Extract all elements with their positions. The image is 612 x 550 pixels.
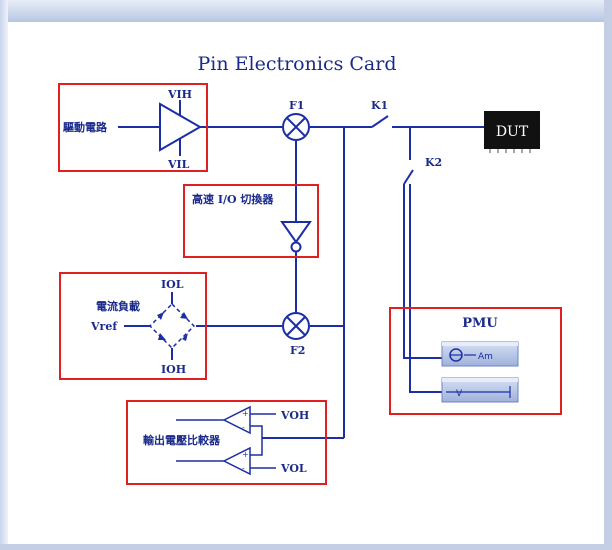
- pmu-block: PMU Am V: [389, 307, 562, 415]
- dut-label: DUT: [496, 124, 529, 140]
- k1-label: K1: [371, 99, 388, 112]
- driver-box: [58, 83, 208, 172]
- pmu-label: PMU: [462, 316, 498, 331]
- io-switch-buffer: [280, 221, 312, 244]
- vref-label: Vref: [90, 320, 118, 333]
- io-switch-label: 高速 I/O 切換器: [192, 192, 274, 206]
- pmu-box: [389, 307, 562, 415]
- f1-node: F1: [282, 99, 310, 141]
- f1-cross-b: [286, 117, 306, 137]
- frame-right-edge: [604, 0, 612, 550]
- pmu-am-label: Am: [478, 352, 493, 362]
- current-load-label: 電流負載: [96, 299, 140, 313]
- pmu-v-label: V: [456, 389, 463, 399]
- comparator-low-minus: -: [242, 464, 245, 473]
- current-load-block: 電流負載 IOL IOH Vref: [59, 272, 207, 380]
- f2-node: F2: [282, 312, 310, 357]
- comparator-high-minus: -: [242, 423, 245, 432]
- vih-label: VIH: [167, 88, 192, 101]
- driver-label: 驅動電路: [63, 120, 108, 134]
- driver-buffer-symbol: [159, 102, 203, 152]
- ioh-label: IOH: [161, 363, 186, 376]
- comparator-low-plus: +: [242, 450, 249, 459]
- wire-k2-pmu-am: [403, 184, 442, 359]
- driver-block: 驅動電路 VIH VIL: [58, 83, 208, 172]
- vil-label: VIL: [167, 158, 190, 171]
- bridge-diodes: [157, 312, 188, 341]
- diagram-title: Pin Electronics Card: [198, 53, 397, 75]
- io-switch-box: [183, 184, 319, 258]
- k2-switch-blade: [403, 169, 414, 185]
- f2-label: F2: [290, 344, 305, 357]
- wire-k2-pmu-v: [409, 184, 442, 393]
- dut-chip: [484, 111, 540, 149]
- pmu-voltmeter-highlight: [442, 378, 518, 382]
- comparator-block: 輸出電壓比較器 + - + - VOH VOL: [126, 400, 327, 485]
- canvas-area: [8, 22, 604, 544]
- voh-label: VOH: [280, 409, 309, 422]
- iol-label: IOL: [161, 278, 184, 291]
- comparator-low-symbol: [222, 446, 251, 476]
- dut-block: DUT: [484, 111, 540, 153]
- io-switch-block: 高速 I/O 切換器: [183, 184, 319, 258]
- comparator-box: [126, 400, 327, 485]
- pmu-ammeter-highlight: [442, 342, 518, 346]
- f1-label: F1: [289, 99, 304, 112]
- vol-label: VOL: [280, 462, 307, 475]
- frame-top-bar: [0, 0, 612, 22]
- io-switch-bubble: [290, 241, 302, 253]
- k2-label: K2: [425, 156, 442, 169]
- comparator-input-join: [250, 425, 263, 456]
- comparator-high-plus: +: [242, 409, 249, 418]
- comparator-label: 輸出電壓比較器: [143, 433, 221, 447]
- frame-left-edge: [0, 0, 8, 550]
- k1-switch-blade: [371, 115, 389, 128]
- current-load-box: [59, 272, 207, 380]
- frame-bottom-edge: [0, 544, 612, 550]
- comparator-high-symbol: [222, 405, 251, 435]
- f2-cross-b: [286, 316, 306, 336]
